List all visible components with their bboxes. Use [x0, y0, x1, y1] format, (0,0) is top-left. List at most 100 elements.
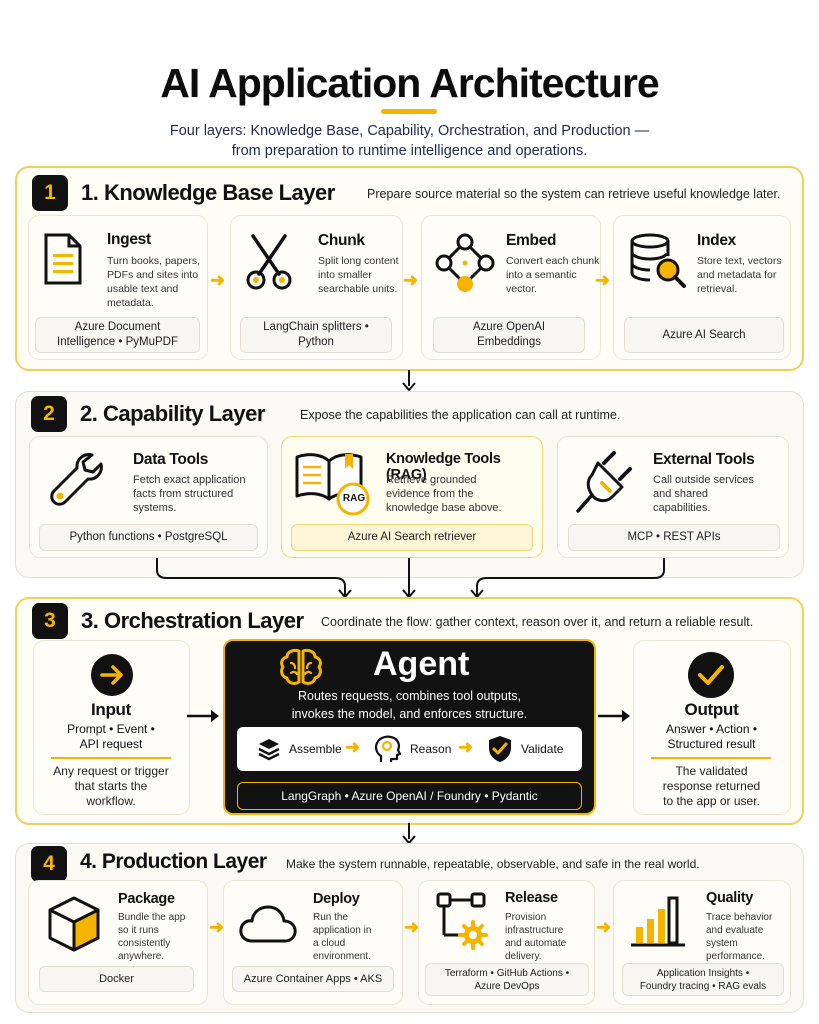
desc-line: and evaluate [706, 925, 764, 936]
card-title: External Tools [653, 451, 755, 468]
shield-check-icon [489, 736, 511, 762]
knowledge-tools-card[interactable]: RAG Knowledge Tools (RAG) Retrieve groun… [281, 436, 543, 558]
tech-pill: MCP • REST APIs [568, 524, 780, 551]
head-gear-icon [374, 735, 401, 762]
desc-line: and shared [653, 488, 709, 500]
desc-line: Turn books, papers, [107, 255, 200, 267]
external-tools-card[interactable]: External Tools Call outside services and… [557, 436, 789, 558]
tech-line: Docker [99, 972, 134, 985]
tech-line: Intelligence • PyMuPDF [57, 336, 178, 348]
title-underline [381, 109, 437, 114]
desc-line: retrieval. [697, 283, 738, 295]
down-arrow [402, 370, 416, 392]
output-card[interactable]: Output Answer • Action • Structured resu… [633, 640, 791, 815]
flow-arrow: ➜ [595, 270, 611, 290]
cloud-icon [239, 905, 297, 943]
check-icon [688, 652, 734, 698]
ingest-card[interactable]: Ingest Turn books, papers, PDFs and site… [28, 215, 208, 360]
desc-line: PDFs and sites into [107, 269, 199, 281]
desc-line: Retrieve grounded [386, 474, 477, 486]
card-title: Data Tools [133, 451, 209, 468]
quality-card[interactable]: Quality Trace behavior and evaluate syst… [613, 880, 791, 1005]
tech-pill: Azure AI Search [624, 317, 784, 353]
layer-number-badge: 2 [31, 396, 67, 432]
rag-badge: RAG [342, 493, 366, 504]
card-title: Quality [706, 890, 754, 906]
database-search-icon [630, 233, 686, 288]
card-description: Bundle the app so it runs consistently a… [118, 911, 185, 963]
tech-pill: Terraform • GitHub Actions • Azure DevOp… [425, 963, 589, 996]
package-card[interactable]: Package Bundle the app so it runs consis… [28, 880, 208, 1005]
layer-title: 3. Orchestration Layer [81, 608, 304, 633]
tech-pill: Azure OpenAI Embeddings [433, 317, 585, 353]
production-layer: 4 4. Production Layer Make the system ru… [15, 843, 804, 1013]
brain-icon [280, 648, 322, 685]
tech-line: Azure AI Search retriever [347, 531, 477, 543]
desc-line: environment. [313, 951, 371, 962]
deploy-card[interactable]: Deploy Run the application in a cloud en… [223, 880, 403, 1005]
agent-tech-pill: LangGraph • Azure OpenAI / Foundry • Pyd… [237, 782, 582, 810]
card-title: Knowledge Tools (RAG) [386, 451, 501, 483]
tech-line: MCP • REST APIs [627, 531, 721, 543]
card-description: Turn books, papers, PDFs and sites into … [107, 254, 200, 310]
desc-line: vector. [506, 283, 537, 295]
tech-line: LangChain splitters • [263, 321, 369, 333]
desc-line: Split long content [318, 255, 399, 267]
flow-arrow: ➜ [209, 917, 225, 937]
step-assemble: Assemble [289, 742, 342, 756]
desc-line: and metadata for [697, 269, 777, 281]
flow-arrow: ➜ [403, 270, 419, 290]
data-tools-card[interactable]: Data Tools Fetch exact application facts… [29, 436, 268, 558]
card-description: Fetch exact application facts from struc… [133, 473, 246, 515]
plug-icon [576, 451, 632, 513]
flow-arrow: ➜ [404, 917, 420, 937]
agent-title: Agent [373, 645, 470, 683]
desc-line: performance. [706, 951, 765, 962]
desc-line: Provision [505, 912, 547, 923]
desc-line: Routes requests, combines tool outputs, [297, 689, 522, 703]
output-types: Answer • Action • Structured result [634, 722, 789, 752]
types-line: Structured result [667, 737, 756, 751]
card-title: Chunk [318, 232, 365, 249]
input-card[interactable]: Input Prompt • Event • API request Any r… [33, 640, 190, 815]
layers-icon [258, 739, 280, 761]
desc-line: The validated [675, 764, 748, 778]
desc-line: and automate [505, 938, 567, 949]
desc-line: system [706, 938, 738, 949]
tech-line: Azure AI Search [662, 328, 746, 341]
agent-panel[interactable]: Agent Routes requests, combines tool out… [223, 639, 596, 815]
subtitle-line: from preparation to runtime intelligence… [231, 143, 588, 159]
layer-number-badge: 1 [32, 175, 68, 211]
bar-chart-icon [631, 896, 685, 947]
card-description: Provision infrastructure and automate de… [505, 911, 566, 963]
desc-line: Fetch exact application [133, 474, 246, 486]
desc-line: Convert each chunk [506, 255, 600, 267]
step-reason: Reason [410, 742, 452, 756]
index-card[interactable]: Index Store text, vectors and metadata f… [613, 215, 791, 360]
tech-line: Azure DevOps [474, 980, 540, 992]
card-description: Convert each chunk into a semantic vecto… [506, 254, 599, 296]
card-title: Embed [506, 232, 557, 249]
knowledge-base-layer: 1 1. Knowledge Base Layer Prepare source… [15, 166, 804, 371]
release-card[interactable]: Release Provision infrastructure and aut… [418, 880, 595, 1005]
desc-line: systems. [133, 502, 177, 514]
desc-line: capabilities. [653, 502, 711, 514]
book-rag-icon [295, 453, 370, 516]
embed-card[interactable]: Embed Convert each chunk into a semantic… [421, 215, 601, 360]
layer-description: Expose the capabilities the application … [300, 408, 621, 422]
tech-line: Foundry tracing • RAG evals [639, 980, 767, 992]
layer-title: 1. Knowledge Base Layer [81, 180, 335, 205]
card-title: Ingest [107, 231, 151, 248]
tech-pill: Docker [39, 966, 194, 992]
flow-arrow: ➜ [458, 737, 474, 757]
layer-number-badge: 3 [32, 603, 68, 639]
layer-description: Coordinate the flow: gather context, rea… [321, 615, 754, 629]
wrench-icon [50, 453, 103, 506]
chunk-card[interactable]: Chunk Split long content into smaller se… [230, 215, 403, 360]
desc-line: workflow. [86, 794, 136, 808]
card-title: Package [118, 891, 175, 907]
tech-line: Embeddings [477, 336, 541, 348]
desc-line: Bundle the app [118, 912, 186, 923]
flow-arrow: ➜ [210, 270, 226, 290]
arrow-right-icon [91, 654, 133, 696]
